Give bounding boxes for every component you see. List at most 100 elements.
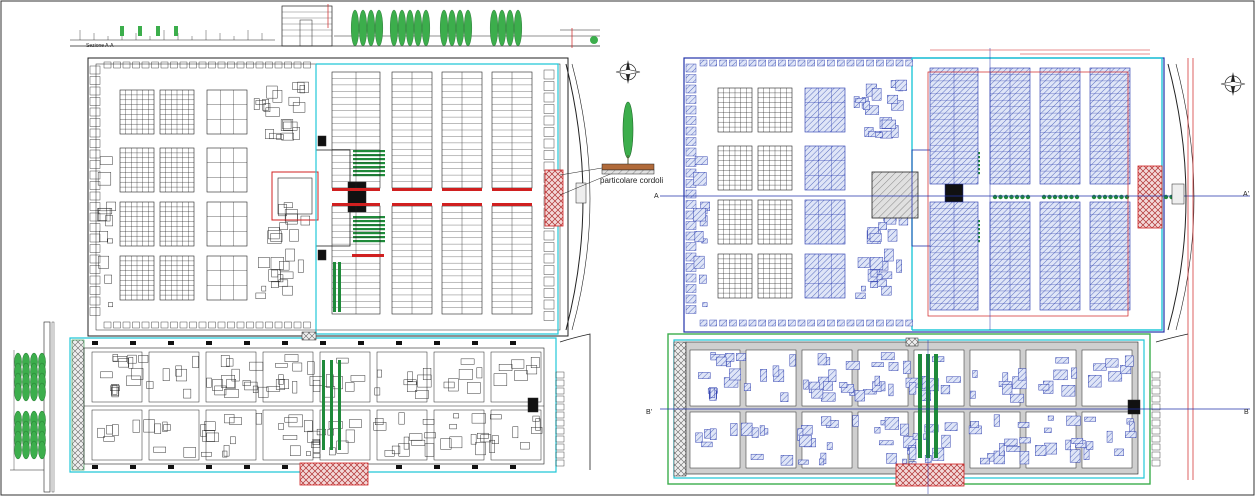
chapel-plot	[332, 376, 343, 390]
chapel-block	[376, 351, 428, 403]
grave-field	[206, 147, 248, 193]
chapel-plot	[316, 428, 326, 436]
chapel-plot	[270, 257, 284, 270]
grave-field	[804, 253, 846, 299]
chapel-plot	[750, 453, 764, 460]
edge-plot	[227, 321, 235, 329]
chapel-plot	[422, 419, 435, 425]
chapel-block	[376, 409, 428, 461]
hedge-row	[353, 232, 385, 235]
edge-plot	[543, 276, 555, 287]
chapel-plot	[411, 439, 426, 446]
chapel-plot	[871, 362, 884, 367]
hedge-row	[333, 262, 336, 312]
edge-plot	[807, 59, 815, 67]
hedge-tree	[1091, 194, 1097, 200]
edge-plot	[198, 61, 207, 69]
edge-plot	[89, 275, 101, 285]
edge-plot	[89, 244, 101, 253]
edge-plot	[179, 61, 188, 69]
edge-plot	[768, 319, 776, 327]
edge-plot	[1151, 419, 1161, 427]
edge-plot	[89, 296, 101, 306]
chapel-plot	[852, 415, 859, 427]
chapel-plot	[896, 259, 902, 273]
tree-icon	[590, 36, 598, 44]
edge-plot	[217, 321, 226, 329]
chapel-plot	[292, 362, 303, 372]
chapel-plot	[1066, 415, 1081, 426]
chapel-plot	[283, 121, 298, 131]
chapel-plot	[268, 269, 281, 282]
red-outline	[927, 71, 1129, 317]
chapel-plot	[398, 412, 405, 425]
pier	[244, 341, 250, 345]
chapel-plot	[249, 361, 264, 371]
gate-hatched	[1137, 165, 1163, 229]
tree-icon	[398, 9, 407, 47]
chapel-block	[262, 409, 314, 461]
edge-plot	[132, 321, 140, 329]
edge-plot	[758, 319, 766, 327]
chapel-plot	[424, 432, 436, 439]
edge-plot	[685, 231, 697, 241]
edge-plot	[179, 321, 188, 329]
chapel-plot	[275, 379, 285, 390]
chapel-plot	[693, 255, 705, 269]
tree-icon	[514, 9, 523, 47]
edge-plot	[198, 321, 207, 329]
chapel-plot	[693, 172, 707, 186]
edge-plot	[685, 74, 697, 83]
pier	[92, 465, 98, 469]
chapel-plot	[282, 435, 298, 440]
hedge-strip	[71, 339, 85, 471]
tree-icon	[422, 9, 431, 47]
edge-plot	[905, 319, 913, 327]
edge-plot	[685, 147, 697, 157]
pier	[396, 465, 402, 469]
tree-icon	[138, 26, 142, 36]
edge-plot	[788, 59, 796, 67]
edge-plot	[685, 105, 697, 115]
pier	[320, 341, 326, 345]
chapel-plot	[460, 358, 475, 365]
chapel-plot	[403, 379, 417, 386]
chapel-plot	[475, 442, 486, 456]
grave-field	[206, 89, 248, 135]
chapel-plot	[336, 357, 349, 364]
edge-plot	[543, 288, 555, 298]
chapel-plot	[944, 422, 958, 431]
grave-field	[804, 145, 846, 191]
edge-plot	[807, 319, 815, 327]
chapel-block	[319, 351, 371, 403]
edge-plot	[543, 69, 555, 80]
chapel-plot	[1071, 438, 1084, 444]
edge-plot	[543, 242, 555, 252]
chapel-plot	[799, 435, 812, 447]
chapel-plot	[1019, 451, 1030, 465]
edge-plot	[1151, 427, 1161, 435]
chapel-plot	[220, 355, 230, 367]
pier	[472, 465, 478, 469]
chapel-plot	[695, 432, 703, 443]
chapel-plot	[874, 375, 880, 387]
chapel-plot	[99, 156, 113, 165]
edge-plot	[89, 202, 101, 211]
chapel-plot	[877, 279, 887, 287]
chapel-plot	[1038, 384, 1050, 391]
red-header	[442, 203, 482, 206]
curb-detail	[559, 163, 655, 176]
chapel-block	[433, 351, 485, 403]
edge-plot	[255, 61, 264, 69]
tree-icon	[622, 101, 634, 165]
edge-plot	[846, 319, 855, 327]
chapel-plot	[751, 427, 759, 438]
hedge-tree	[1063, 194, 1069, 200]
chapel-plot	[535, 418, 541, 431]
chapel-plot	[266, 386, 281, 392]
chapel-plot	[941, 434, 951, 448]
section-elevation	[70, 4, 600, 48]
chapel-plot	[422, 368, 432, 380]
chapel-plot	[702, 302, 708, 308]
